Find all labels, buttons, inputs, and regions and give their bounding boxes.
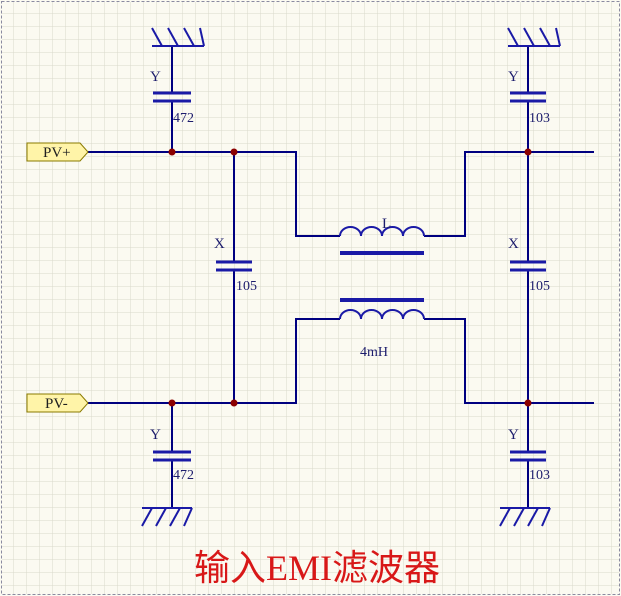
port-label-positive: PV+ <box>43 145 71 161</box>
wires <box>88 46 594 508</box>
inductor-coil-top <box>339 226 425 237</box>
capacitor-plates <box>153 91 546 462</box>
cap-value-x-in: 105 <box>236 279 257 294</box>
cap-value-x-out: 105 <box>529 279 550 294</box>
capacitor-y-out-bot <box>510 450 546 462</box>
cap-value-y-out-bot: 103 <box>529 468 550 483</box>
cap-value-y-out-top: 103 <box>529 111 550 126</box>
inductor-coil-bottom <box>339 309 425 320</box>
capacitor-x-out <box>510 260 546 272</box>
ground-icon-bottom-right <box>499 507 551 527</box>
cap-type-x-in: X <box>214 236 225 252</box>
cap-type-y-in-top: Y <box>150 69 161 85</box>
ground-icon-top-left <box>151 27 205 47</box>
ground-icon-bottom-left <box>141 507 193 527</box>
port-pv-negative[interactable]: PV- <box>26 393 89 413</box>
cap-type-y-out-top: Y <box>508 69 519 85</box>
junctions <box>168 148 532 407</box>
cap-type-y-in-bot: Y <box>150 427 161 443</box>
port-label-negative: PV- <box>45 396 68 412</box>
capacitor-y-in-bot <box>153 450 191 462</box>
junction-dot <box>230 148 238 156</box>
junction-dot <box>524 148 532 156</box>
junction-dot <box>524 399 532 407</box>
diagram-title: 输入EMI滤波器 <box>194 548 440 588</box>
common-mode-choke <box>339 226 425 320</box>
capacitor-x-in <box>216 260 252 272</box>
port-pv-positive[interactable]: PV+ <box>26 142 89 162</box>
cap-type-x-out: X <box>508 236 519 252</box>
cap-value-y-in-bot: 472 <box>173 468 194 483</box>
junction-dot <box>168 148 176 156</box>
inductor-label: L <box>382 216 391 232</box>
cap-value-y-in-top: 472 <box>173 111 194 126</box>
wire-top-left <box>88 151 340 237</box>
ground-icon-top-right <box>507 27 561 47</box>
cap-type-y-out-bot: Y <box>508 427 519 443</box>
junction-dot <box>230 399 238 407</box>
junction-dot <box>168 399 176 407</box>
wire-bottom-left <box>88 318 340 404</box>
inductor-value: 4mH <box>360 345 388 360</box>
capacitor-y-in-top <box>153 91 191 103</box>
capacitor-y-out-top <box>510 91 546 103</box>
ground-symbols <box>141 27 561 527</box>
